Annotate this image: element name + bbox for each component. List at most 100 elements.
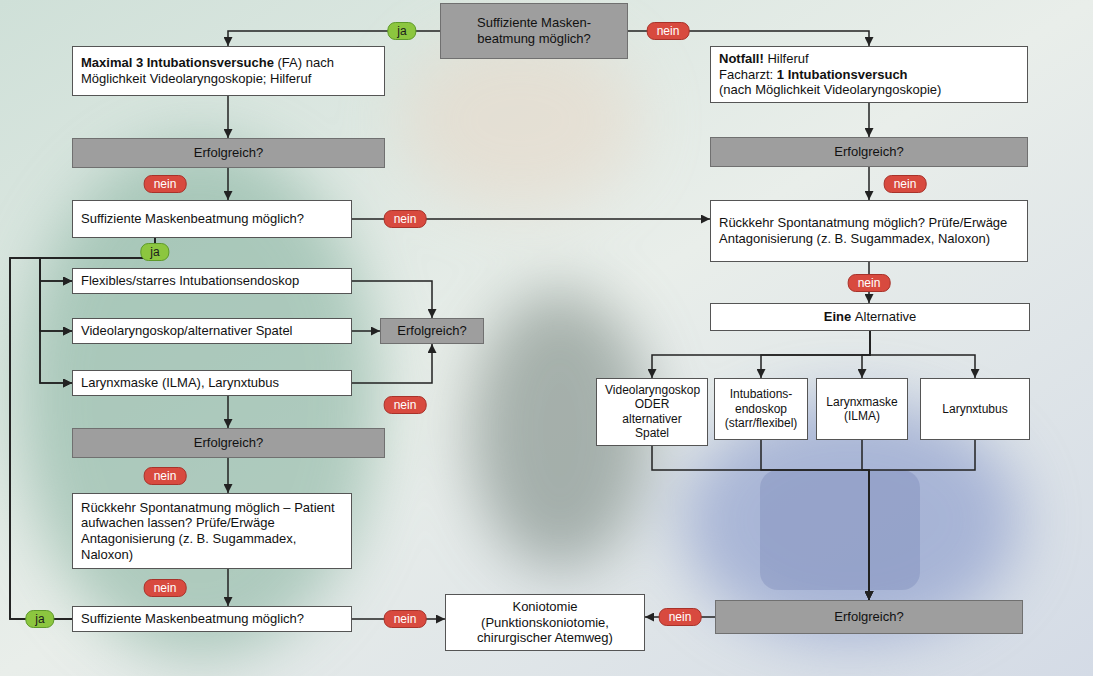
text-line: Erfolgreich? [389, 323, 475, 339]
text-line: Videolaryngoskop ODER alternativer Spate… [605, 383, 699, 441]
process-box: Rückkehr Spontanatmung möglich – Patient… [72, 493, 352, 569]
node-text: Larynxmaske (ILMA), Larynxtubus [81, 375, 279, 390]
edge-label: ja [387, 22, 416, 40]
check-band: Erfolgreich? [72, 138, 385, 168]
node-text: 1 Intubationsversuch [777, 67, 908, 82]
flow-connector [870, 331, 975, 378]
text-line: (nach Möglichkeit Videolaryngoskopie) [719, 82, 1019, 98]
node-text: Facharzt: [719, 67, 773, 82]
edge-label: nein [144, 175, 187, 193]
flow-connector [227, 569, 229, 606]
option-box: Larynxtubus [920, 378, 1030, 440]
check-band: Erfolgreich? [380, 318, 484, 344]
flow-connector [761, 331, 870, 378]
option-box: Larynxmaske (ILMA), Larynxtubus [72, 370, 352, 396]
surgeon-shape [20, 140, 380, 660]
node-text: Erfolgreich? [397, 323, 466, 338]
flow-connector [352, 281, 432, 318]
text-line: Suffiziente Maskenbeatmung möglich? [81, 611, 343, 627]
flow-connector [352, 344, 432, 383]
edge-label: ja [140, 243, 169, 261]
text-line: Suffiziente Masken- beatmung möglich? [449, 15, 619, 46]
text-line: Erfolgreich? [81, 145, 376, 161]
node-text: Rückkehr Spontanatmung möglich? Prüfe/Er… [719, 215, 1007, 246]
edge-label: nein [384, 610, 427, 628]
flow-connector [862, 331, 870, 378]
node-text: Videolaryngoskop/alternativer Spatel [81, 323, 293, 338]
text-line: Videolaryngoskop/alternativer Spatel [81, 323, 343, 339]
decision-box: Suffiziente Maskenbeatmung möglich? [72, 606, 352, 632]
node-text: Suffiziente Masken- beatmung möglich? [477, 15, 591, 46]
flow-connector [10, 258, 72, 619]
text-line: Notfall!Hilferuf [719, 51, 1019, 67]
decision-box: Suffiziente Maskenbeatmung möglich? [72, 200, 352, 238]
flow-connector [227, 396, 229, 428]
text-line: Intubations- endoskop (starr/flexibel) [723, 387, 799, 430]
flow-connector [10, 258, 72, 619]
text-line: Suffiziente Maskenbeatmung möglich? [81, 211, 343, 227]
edge-label: nein [848, 274, 891, 292]
flow-connector [868, 103, 870, 137]
node-text: Erfolgreich? [834, 609, 903, 624]
node-text: Erfolgreich? [194, 145, 263, 160]
node-text: Videolaryngoskop ODER alternativer Spate… [605, 383, 700, 440]
node-text: Erfolgreich? [194, 435, 263, 450]
check-band: Erfolgreich? [72, 428, 385, 458]
decision-box: Suffiziente Masken- beatmung möglich? [440, 3, 628, 59]
edge-label: nein [647, 22, 690, 40]
text-line: Facharzt: 1 Intubationsversuch [719, 67, 1019, 83]
node-text: Maximal 3 Intubationsversuche [81, 55, 274, 70]
flow-connector [352, 330, 380, 332]
node-text: Flexibles/starres Intubationsendoskop [81, 273, 299, 288]
node-text: Hilferuf [767, 51, 808, 66]
flow-connector [869, 440, 975, 600]
text-line: Rückkehr Spontanatmung möglich – Patient… [81, 500, 343, 562]
node-text: Notfall! [719, 51, 764, 66]
flow-connector [40, 238, 155, 383]
edge-label: nein [884, 175, 927, 193]
text-line: Maximal 3 Intubationsversuche(FA) nach M… [81, 55, 376, 86]
node-text: Eine [824, 309, 851, 324]
option-box: Flexibles/starres Intubationsendoskop [72, 268, 352, 294]
text-line: Rückkehr Spontanatmung möglich? Prüfe/Er… [719, 215, 1019, 246]
node-text: Rückkehr Spontanatmung möglich – Patient… [81, 500, 335, 562]
edge-label: nein [144, 467, 187, 485]
text-line: Flexibles/starres Intubationsendoskop [81, 273, 343, 289]
result-box: Koniotomie (Punktionskoniotomie, chirurg… [445, 594, 645, 651]
device-screen [760, 470, 920, 590]
option-box: Videolaryngoskop ODER alternativer Spate… [596, 378, 708, 446]
text-line: Koniotomie (Punktionskoniotomie, chirurg… [454, 599, 636, 646]
flow-connector [227, 168, 229, 200]
text-line: Larynxmaske (ILMA), Larynxtubus [81, 375, 343, 391]
option-box: Larynxmaske (ILMA) [816, 378, 908, 440]
background-shapes [20, 30, 1020, 660]
text-line: Erfolgreich? [81, 435, 376, 451]
node-text: Intubations- endoskop (starr/flexibel) [725, 387, 798, 430]
process-box: Notfall!HilferufFacharzt: 1 Intubationsve… [710, 46, 1028, 103]
flow-connector [227, 458, 229, 493]
text-line: Larynxmaske (ILMA) [825, 395, 899, 424]
node-text: Alternative [855, 309, 916, 324]
edge-label: nein [384, 210, 427, 228]
node-text: Larynxtubus [942, 402, 1007, 416]
option-box: Intubations- endoskop (starr/flexibel) [714, 378, 808, 440]
edge-label: nein [144, 579, 187, 597]
node-text: Suffiziente Maskenbeatmung möglich? [81, 211, 304, 226]
process-box: Maximal 3 Intubationsversuche(FA) nach M… [72, 46, 385, 96]
check-band: Erfolgreich? [710, 137, 1028, 167]
flow-connector [652, 331, 870, 378]
process-box: Rückkehr Spontanatmung möglich? Prüfe/Er… [710, 200, 1028, 262]
edge-label: nein [659, 608, 702, 626]
node-text: Suffiziente Maskenbeatmung möglich? [81, 611, 304, 626]
text-line: Erfolgreich? [719, 144, 1019, 160]
flow-connector [862, 440, 869, 600]
edge-label: ja [25, 610, 54, 628]
node-text: Larynxmaske (ILMA) [826, 395, 897, 423]
flow-connector [868, 167, 870, 200]
flow-label: nein [384, 396, 427, 414]
check-band: Erfolgreich? [715, 600, 1023, 634]
process-box: Eine Alternative [710, 303, 1030, 331]
option-box: Videolaryngoskop/alternativer Spatel [72, 318, 352, 344]
